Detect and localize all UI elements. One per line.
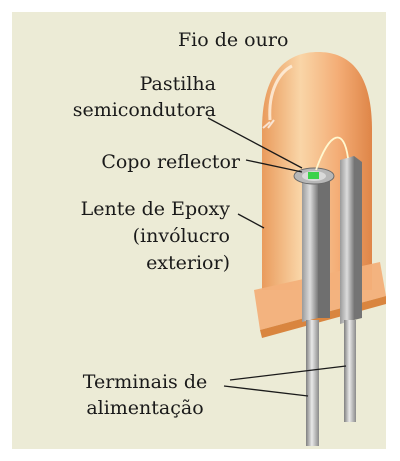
power-leads xyxy=(306,320,356,446)
semiconductor-chip xyxy=(308,172,319,179)
label-reflector-cup: Copo reflector xyxy=(40,150,240,174)
label-gold-wire: Fio de ouro xyxy=(178,28,288,52)
reflector-cup xyxy=(294,168,334,184)
label-chip-line1: Pastilha xyxy=(80,72,216,96)
label-leads-line2: alimentação xyxy=(60,396,230,420)
label-leads-line1: Terminais de xyxy=(60,370,230,394)
label-lens-line1: Lente de Epoxy xyxy=(30,197,230,221)
label-lens-line2: (invólucro xyxy=(30,224,230,248)
label-chip-line2: semicondutora xyxy=(50,98,216,122)
label-lens-line3: exterior) xyxy=(30,251,230,275)
